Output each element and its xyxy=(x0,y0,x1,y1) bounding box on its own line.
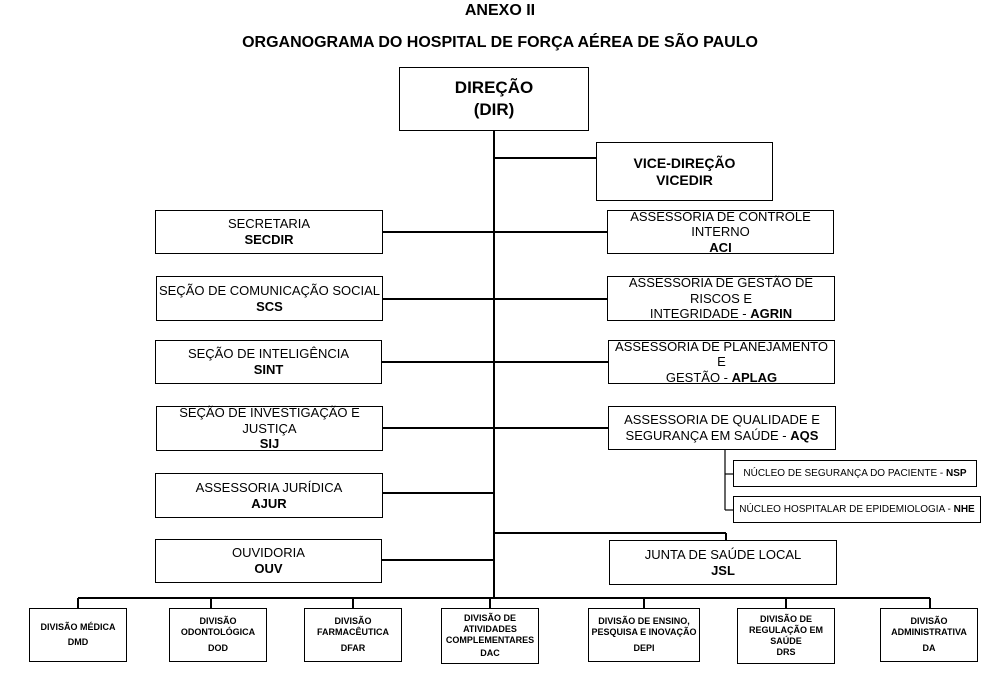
annex-label: ANEXO II xyxy=(464,2,536,19)
ajur-name: ASSESSORIA JURÍDICA xyxy=(195,479,343,495)
aci-name: ASSESSORIA DE CONTROLE INTERNO xyxy=(630,208,811,240)
division-depi-abbr: DEPI xyxy=(633,642,655,653)
aqs-box: ASSESSORIA DE QUALIDADE E SEGURANÇA EM S… xyxy=(608,406,836,450)
division-dac-label-1: DIVISÃO DE xyxy=(463,612,516,623)
agrin-box: ASSESSORIA DE GESTÃO DE RISCOS E INTEGRI… xyxy=(607,275,835,322)
division-dac-abbr: DAC xyxy=(480,648,500,659)
sint-box: SEÇÃO DE INTELIGÊNCIA SINT xyxy=(155,340,382,384)
jsl-name: JUNTA DE SAÚDE LOCAL xyxy=(644,546,802,562)
division-dac-label-2: ATIVIDADES xyxy=(463,623,517,634)
division-depi-label-2: PESQUISA E INOVAÇÃO xyxy=(591,627,697,638)
secretaria-name: SECRETARIA xyxy=(227,216,311,232)
secretaria-abbr: SECDIR xyxy=(244,232,294,247)
division-depi-label-1: DIVISÃO DE ENSINO, xyxy=(598,616,690,627)
ouvidoria-box: OUVIDORIA OUV xyxy=(155,539,382,583)
direcao-abbr: (DIR) xyxy=(473,100,515,119)
division-da-abbr: DA xyxy=(922,642,936,653)
division-da: DIVISÃO ADMINISTRATIVA DA xyxy=(880,608,978,662)
agrin-abbr: AGRIN xyxy=(750,306,793,322)
division-drs-label-2: REGULAÇÃO EM xyxy=(749,624,823,635)
sij-box: SEÇÃO DE INVESTIGAÇÃO E JUSTIÇA SIJ xyxy=(156,405,383,452)
aplag-box: ASSESSORIA DE PLANEJAMENTO E GESTÃO - AP… xyxy=(608,338,835,385)
nsp-name: NÚCLEO DE SEGURANÇA DO PACIENTE - xyxy=(743,467,944,479)
sint-name: SEÇÃO DE INTELIGÊNCIA xyxy=(187,346,350,362)
aqs-name-line2: SEGURANÇA EM SAÚDE - xyxy=(625,428,787,443)
aci-box: ASSESSORIA DE CONTROLE INTERNO ACI xyxy=(607,208,834,255)
division-dac-label-3: COMPLEMENTARES xyxy=(445,635,535,645)
ajur-box: ASSESSORIA JURÍDICA AJUR xyxy=(155,473,383,518)
division-dmd-abbr: DMD xyxy=(67,637,89,647)
jsl-box: JUNTA DE SAÚDE LOCAL JSL xyxy=(609,540,837,585)
division-dfar-label-1: DIVISÃO xyxy=(334,616,372,627)
division-drs-label-3: SAÚDE xyxy=(770,636,802,646)
aplag-name-line2: GESTÃO - xyxy=(665,369,728,385)
division-dac: DIVISÃO DE ATIVIDADES COMPLEMENTARES DAC xyxy=(441,608,539,664)
division-drs-abbr: DRS xyxy=(776,647,796,658)
sij-abbr: SIJ xyxy=(259,436,280,452)
agrin-name-line2: INTEGRIDADE - xyxy=(649,306,747,322)
division-dfar-abbr: DFAR xyxy=(340,642,366,653)
division-da-label-1: DIVISÃO xyxy=(910,616,948,627)
division-da-label-2: ADMINISTRATIVA xyxy=(891,627,967,638)
division-drs-label-1: DIVISÃO DE xyxy=(759,613,812,624)
aqs-abbr: AQS xyxy=(790,428,819,443)
sint-abbr: SINT xyxy=(253,362,284,377)
division-dod: DIVISÃO ODONTOLÓGICA DOD xyxy=(169,608,267,662)
aqs-name-line1: ASSESSORIA DE QUALIDADE E xyxy=(624,412,820,428)
ajur-abbr: AJUR xyxy=(251,495,287,511)
division-dmd: DIVISÃO MÉDICA DMD xyxy=(29,608,127,662)
division-dod-label-1: DIVISÃO xyxy=(199,616,237,627)
scs-box: SEÇÃO DE COMUNICAÇÃO SOCIAL SCS xyxy=(156,276,383,321)
aci-abbr: ACI xyxy=(709,239,732,255)
aplag-abbr: APLAG xyxy=(731,369,778,385)
jsl-abbr: JSL xyxy=(711,562,735,578)
page-title: ORGANOGRAMA DO HOSPITAL DE FORÇA AÉREA D… xyxy=(242,34,758,51)
vice-direcao-box: VICE-DIREÇÃO VICEDIR xyxy=(596,142,773,201)
direcao-name: DIREÇÃO xyxy=(454,77,534,97)
nsp-box: NÚCLEO DE SEGURANÇA DO PACIENTE - NSP xyxy=(733,460,977,487)
division-dmd-label: DIVISÃO MÉDICA xyxy=(40,621,116,632)
ouvidoria-abbr: OUV xyxy=(254,561,283,576)
vice-name: VICE-DIREÇÃO xyxy=(633,154,736,171)
aplag-name-line1: ASSESSORIA DE PLANEJAMENTO E xyxy=(615,338,828,370)
division-depi: DIVISÃO DE ENSINO, PESQUISA E INOVAÇÃO D… xyxy=(588,608,700,662)
division-dod-abbr: DOD xyxy=(208,642,228,653)
scs-name: SEÇÃO DE COMUNICAÇÃO SOCIAL xyxy=(158,282,381,298)
division-drs: DIVISÃO DE REGULAÇÃO EM SAÚDE DRS xyxy=(737,608,835,664)
direcao-box: DIREÇÃO (DIR) xyxy=(399,67,589,131)
division-dod-label-2: ODONTOLÓGICA xyxy=(180,627,256,638)
vice-abbr: VICEDIR xyxy=(656,171,713,188)
nhe-box: NÚCLEO HOSPITALAR DE EPIDEMIOLOGIA - NHE xyxy=(733,496,981,523)
ouvidoria-name: OUVIDORIA xyxy=(232,545,305,561)
agrin-name-line1: ASSESSORIA DE GESTÃO DE RISCOS E xyxy=(628,275,814,306)
scs-abbr: SCS xyxy=(256,298,283,314)
division-dfar-label-2: FARMACÊUTICA xyxy=(317,627,389,638)
nsp-abbr: NSP xyxy=(946,467,967,479)
secretaria-box: SECRETARIA SECDIR xyxy=(155,210,383,254)
sij-name: SEÇÃO DE INVESTIGAÇÃO E JUSTIÇA xyxy=(179,405,360,436)
nhe-name: NÚCLEO HOSPITALAR DE EPIDEMIOLOGIA - xyxy=(739,503,951,515)
nhe-abbr: NHE xyxy=(953,503,975,515)
division-dfar: DIVISÃO FARMACÊUTICA DFAR xyxy=(304,608,402,662)
